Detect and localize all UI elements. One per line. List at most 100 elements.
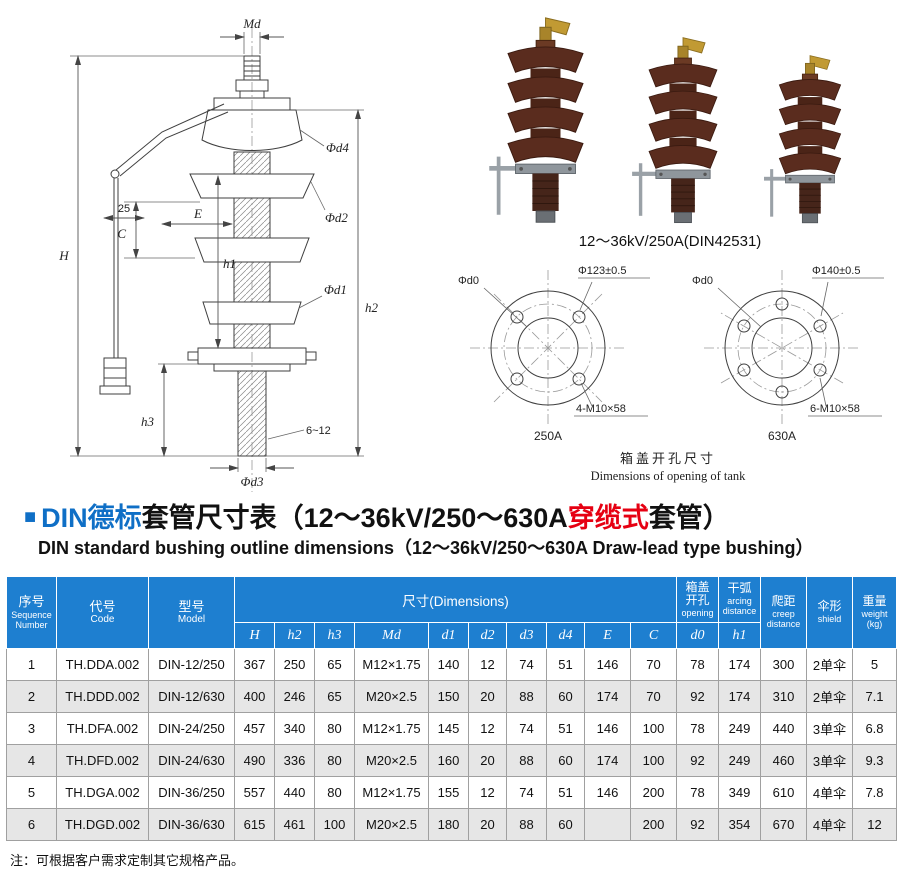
cell-Md: M12×1.75 xyxy=(354,648,429,681)
cell-creep: 440 xyxy=(760,712,807,745)
cell-d3: 88 xyxy=(506,744,547,777)
col-dimensions: 尺寸(Dimensions) xyxy=(234,576,677,623)
col-d1: d1 xyxy=(428,622,469,649)
cell-weight: 5 xyxy=(852,648,897,681)
cell-d4: 60 xyxy=(546,744,585,777)
flange-left-circle-label: Φ123±0.5 xyxy=(578,265,626,277)
cell-C: 70 xyxy=(630,680,677,713)
cell-h2: 250 xyxy=(274,648,315,681)
col-d3: d3 xyxy=(506,622,547,649)
bushing-outline-drawing: Md H C 25 E h1 h2 xyxy=(58,16,379,492)
cell-d2: 20 xyxy=(468,744,507,777)
cell-h1: 249 xyxy=(718,712,761,745)
cell-creep: 300 xyxy=(760,648,807,681)
cell-weight: 7.1 xyxy=(852,680,897,713)
cell-C: 100 xyxy=(630,712,677,745)
flange-left-name: 250A xyxy=(534,429,562,443)
cell-shield: 4单伞 xyxy=(806,808,853,841)
cell-Md: M12×1.75 xyxy=(354,712,429,745)
cell-h2: 246 xyxy=(274,680,315,713)
cell-C: 100 xyxy=(630,744,677,777)
cell-d0: 78 xyxy=(676,648,719,681)
bushing-photo-1 xyxy=(488,17,583,223)
cell-d2: 12 xyxy=(468,776,507,809)
cell-H: 557 xyxy=(234,776,275,809)
dim-label-d4: Φd4 xyxy=(326,140,349,155)
col-shield: 伞形 shield xyxy=(806,576,853,649)
cell-d0: 78 xyxy=(676,712,719,745)
cell-d0: 92 xyxy=(676,744,719,777)
flange-diagram-630A: Φd0 Φ140±0.5 6-M10×58 630A xyxy=(692,265,884,443)
dim-label-E: E xyxy=(193,206,202,221)
cell-model: DIN-12/250 xyxy=(148,648,235,681)
cell-Md: M20×2.5 xyxy=(354,808,429,841)
col-arcing: 干弧 arcing distance xyxy=(718,576,761,623)
cell-shield: 3单伞 xyxy=(806,744,853,777)
cell-code: TH.DFD.002 xyxy=(56,744,149,777)
col-Md: Md xyxy=(354,622,429,649)
page-subtitle: DIN standard bushing outline dimensions（… xyxy=(38,538,814,558)
cell-creep: 670 xyxy=(760,808,807,841)
title-tail: 套管） xyxy=(648,503,730,533)
cell-h2: 461 xyxy=(274,808,315,841)
cell-h2: 340 xyxy=(274,712,315,745)
cell-model: DIN-24/630 xyxy=(148,744,235,777)
photo-caption: 12～36kV/250A(DIN42531) xyxy=(578,233,762,250)
cell-weight: 9.3 xyxy=(852,744,897,777)
bushing-body xyxy=(187,55,317,457)
dim-label-d3: Φd3 xyxy=(241,474,264,489)
flange-caption: 箱盖开孔尺寸 Dimensions of opening of tank xyxy=(440,448,896,484)
cell-h3: 65 xyxy=(314,680,355,713)
cell-C: 70 xyxy=(630,648,677,681)
cell-H: 367 xyxy=(234,648,275,681)
cell-h3: 80 xyxy=(314,776,355,809)
cell-weight: 6.8 xyxy=(852,712,897,745)
cell-h3: 80 xyxy=(314,744,355,777)
cell-seq: 6 xyxy=(6,808,57,841)
cell-creep: 610 xyxy=(760,776,807,809)
cell-E: 146 xyxy=(584,648,631,681)
cell-shield: 2单伞 xyxy=(806,648,853,681)
title-brand: DIN德标 xyxy=(41,503,142,533)
cell-code: TH.DFA.002 xyxy=(56,712,149,745)
cell-d1: 155 xyxy=(428,776,469,809)
cell-h1: 249 xyxy=(718,744,761,777)
cell-d4: 51 xyxy=(546,776,585,809)
cell-h3: 80 xyxy=(314,712,355,745)
product-photos xyxy=(452,12,892,226)
cell-shield: 4单伞 xyxy=(806,776,853,809)
cell-weight: 7.8 xyxy=(852,776,897,809)
bushing-photo-3 xyxy=(763,55,841,224)
cell-d4: 60 xyxy=(546,680,585,713)
cell-weight: 12 xyxy=(852,808,897,841)
col-weight: 重量 weight (kg) xyxy=(852,576,897,649)
cell-d1: 150 xyxy=(428,680,469,713)
flange-left-holes-label: 4-M10×58 xyxy=(576,403,626,415)
cell-h2: 440 xyxy=(274,776,315,809)
cell-d2: 20 xyxy=(468,680,507,713)
cell-d1: 160 xyxy=(428,744,469,777)
dim-label-H: H xyxy=(58,248,69,263)
col-d2: d2 xyxy=(468,622,507,649)
cell-model: DIN-24/250 xyxy=(148,712,235,745)
dim-label-d2: Φd2 xyxy=(325,210,348,225)
cell-d3: 74 xyxy=(506,776,547,809)
col-sequence: 序号 Sequence Number xyxy=(6,576,57,649)
cell-seq: 5 xyxy=(6,776,57,809)
col-opening: 箱盖 开孔 opening xyxy=(676,576,719,623)
cell-h3: 100 xyxy=(314,808,355,841)
cell-d0: 92 xyxy=(676,808,719,841)
cell-creep: 460 xyxy=(760,744,807,777)
page-title: ■DIN德标套管尺寸表（12～36kV/250～630A穿缆式套管） xyxy=(24,496,730,535)
cell-E: 146 xyxy=(584,712,631,745)
dim-label-d1: Φd1 xyxy=(324,282,347,297)
table-header-row-2: H h2 h3 Md d1 d2 d3 d4 E C d0 h1 xyxy=(7,622,897,649)
col-C: C xyxy=(630,622,677,649)
flange-left-d0-label: Φd0 xyxy=(458,275,479,287)
cell-H: 490 xyxy=(234,744,275,777)
footnote: 注：可根据客户需求定制其它规格产品。 xyxy=(10,853,245,868)
cell-Md: M12×1.75 xyxy=(354,776,429,809)
